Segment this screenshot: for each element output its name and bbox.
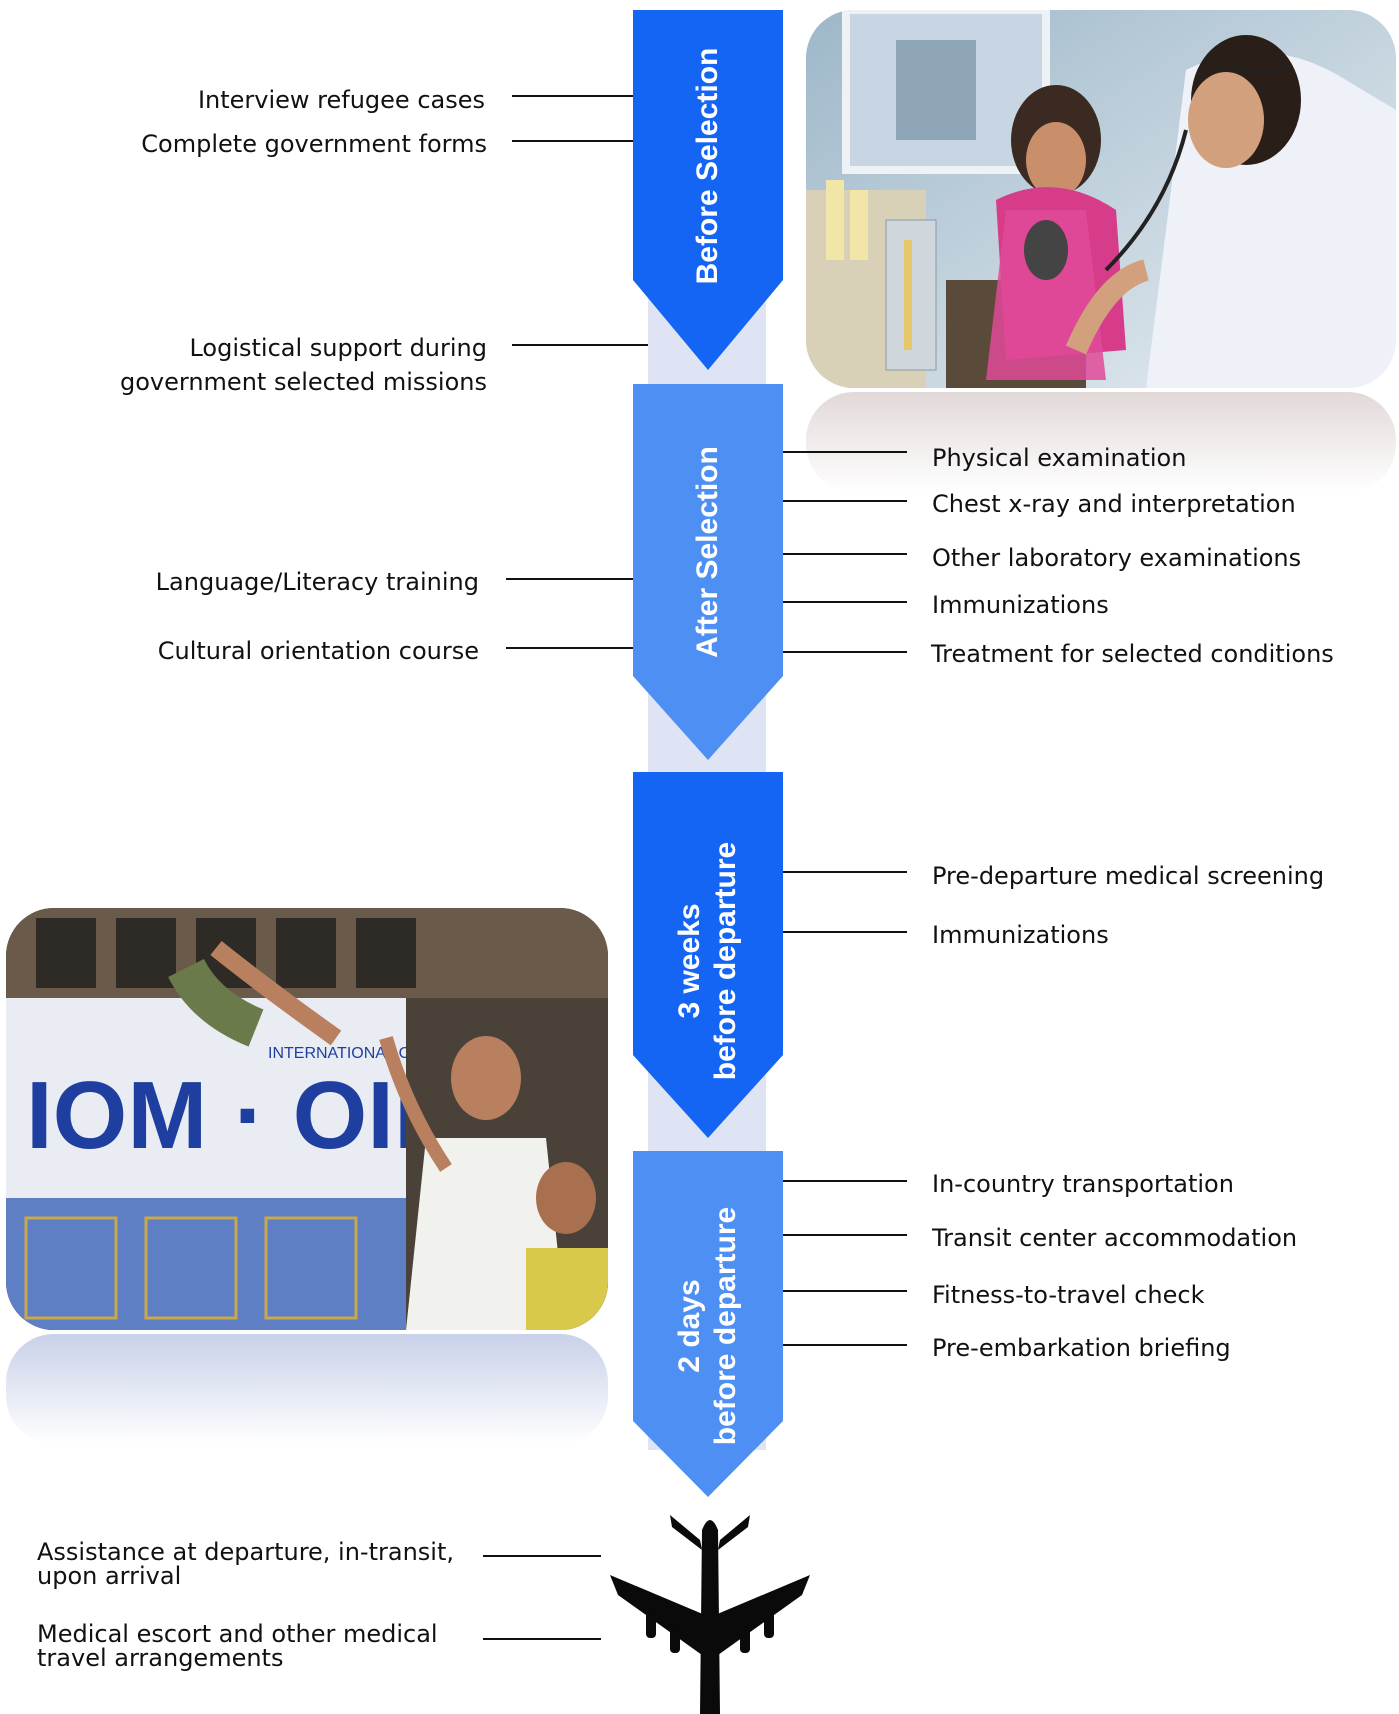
stage-label-3-weeks-line2: before departure (709, 841, 742, 1081)
connector-fitness (783, 1290, 907, 1292)
item-fitness-to-travel-check: Fitness-to-travel check (932, 1281, 1205, 1309)
item-physical-examination: Physical examination (932, 444, 1187, 472)
connector-physical (783, 451, 907, 453)
item-pre-departure-screening: Pre-departure medical screening (932, 862, 1325, 890)
stage-label-2-days-line1: 2 days (673, 1279, 706, 1373)
connector-immunizations-2 (783, 931, 907, 933)
connector-forms (512, 140, 633, 142)
connector-language (506, 578, 633, 580)
medical-exam-photo (806, 10, 1396, 388)
stage-arrow-before-selection (633, 10, 783, 370)
connector-briefing (783, 1344, 907, 1346)
item-logistical-support-line1: Logistical support during (189, 334, 487, 362)
iom-bus-photo-reflection (6, 1334, 608, 1444)
stage-label-after-selection: After Selection (691, 446, 724, 658)
stage-label-2-days-line2: before departure (709, 1206, 742, 1446)
item-transit-center-accommodation: Transit center accommodation (932, 1224, 1298, 1252)
connector-lab (783, 553, 907, 555)
stage-label-3-weeks-line1: 3 weeks (673, 903, 706, 1019)
item-pre-embarkation-briefing: Pre-embarkation briefing (932, 1334, 1231, 1362)
connector-interview (512, 95, 633, 97)
connector-transport (783, 1180, 907, 1182)
stage-label-2-days: 2 days before departure (672, 1186, 744, 1466)
stage-arrow-3-weeks (633, 772, 783, 1138)
item-treatment-selected-conditions: Treatment for selected conditions (931, 640, 1334, 668)
item-interview-refugee-cases: Interview refugee cases (197, 86, 485, 114)
connector-assistance (483, 1555, 601, 1557)
item-assistance-line2: upon arrival (37, 1562, 182, 1590)
connector-immunizations-1 (783, 601, 907, 603)
stage-label-before-selection: Before Selection (691, 47, 724, 285)
item-immunizations-2: Immunizations (932, 921, 1109, 949)
item-medical-escort-line1: Medical escort and other medical (37, 1620, 438, 1648)
connector-predeparture (783, 871, 907, 873)
item-in-country-transportation: In-country transportation (932, 1170, 1234, 1198)
item-other-laboratory-examinations: Other laboratory examinations (932, 544, 1302, 572)
item-logistical-support-line2: government selected missions (120, 368, 487, 396)
connector-treatment (783, 651, 907, 653)
stage-label-3-weeks: 3 weeks before departure (672, 821, 744, 1101)
connector-medical-escort (483, 1638, 601, 1640)
item-immunizations-1: Immunizations (932, 591, 1109, 619)
item-chest-x-ray: Chest x-ray and interpretation (932, 490, 1296, 518)
item-medical-escort-line2: travel arrangements (37, 1644, 284, 1672)
item-language-literacy-training: Language/Literacy training (155, 568, 479, 596)
iom-bus-photo: IOM · OIM INTERNATIONAL ORGANIZATION FOR… (6, 908, 608, 1330)
airplane-icon (610, 1515, 810, 1714)
connector-transit (783, 1234, 907, 1236)
item-assistance-line1: Assistance at departure, in-transit, (37, 1538, 454, 1566)
item-cultural-orientation-course: Cultural orientation course (157, 637, 479, 665)
connector-cultural (506, 647, 633, 649)
connector-chest (783, 500, 907, 502)
connector-logistics (512, 344, 648, 346)
item-complete-government-forms: Complete government forms (141, 130, 487, 158)
stage-arrow-2-days (633, 1151, 783, 1497)
stage-arrow-after-selection (633, 384, 783, 760)
medical-exam-photo-reflection (806, 392, 1396, 492)
